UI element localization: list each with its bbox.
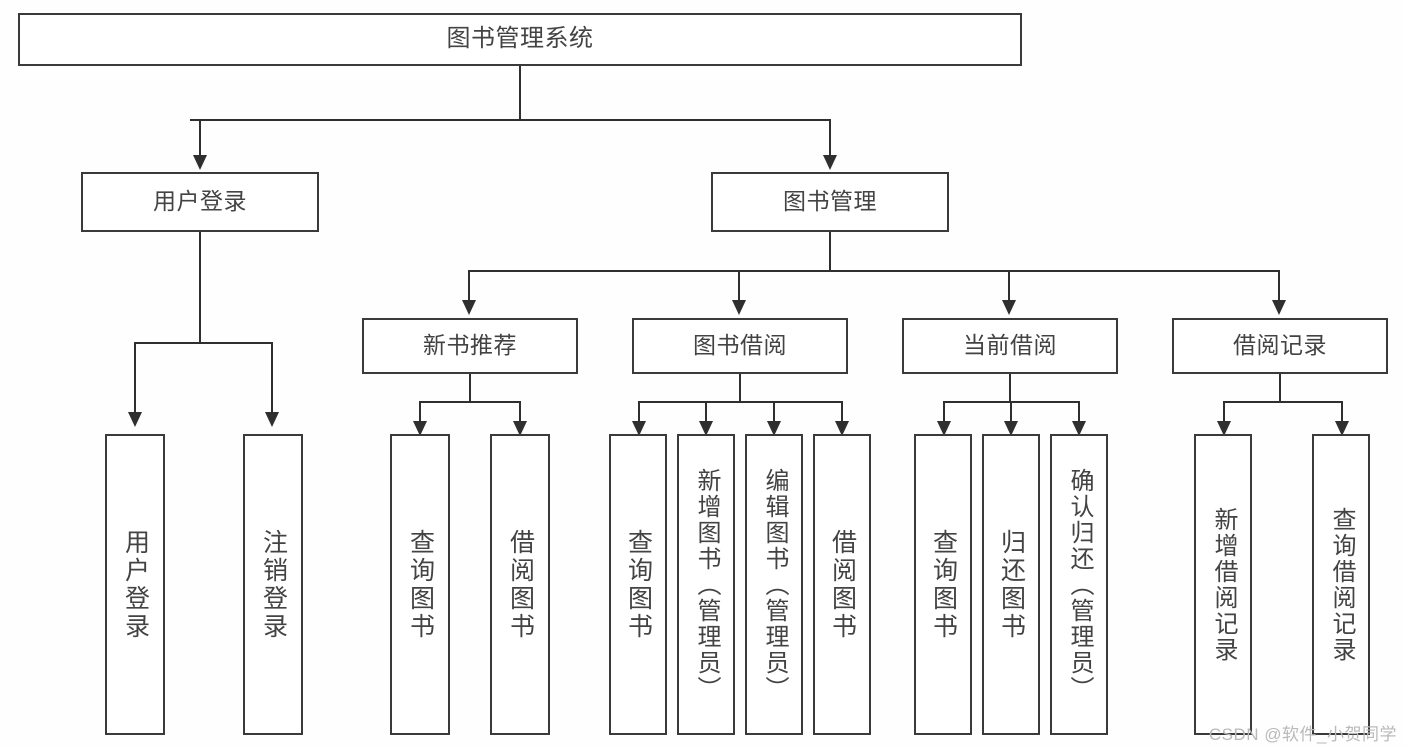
leaf-query-record[interactable]: 查询借阅记录 [1312,434,1370,735]
node-label: 注销登录 [259,528,288,641]
node-label: 查询借阅记录 [1327,506,1355,663]
connector-level3-bus [468,270,1280,272]
node-label: 查询图书 [624,528,653,641]
connector-current-borrow-stem [1009,374,1011,402]
node-label: 当前借阅 [963,332,1057,359]
connector-drop-leaf-logout [271,342,273,414]
connector-drop-add-book [705,401,707,423]
connector-user-login-bus [134,342,271,344]
node-label: 用户登录 [121,528,150,641]
connector-drop-query-book-2 [638,401,640,423]
connector-user-login-stem [199,232,201,343]
node-label: 查询图书 [406,528,435,641]
leaf-borrow-book-1[interactable]: 借阅图书 [490,434,550,735]
connector-drop-current-borrow [1008,270,1010,302]
connector-drop-add-record [1223,401,1225,423]
arrow-user-login [193,155,207,170]
node-root-system[interactable]: 图书管理系统 [18,13,1022,66]
connector-drop-return-book [1010,401,1012,423]
connector-drop-user-login [199,119,201,157]
arrow-add-record [1217,421,1231,436]
connector-drop-query-book-1 [419,401,421,423]
connector-drop-book-manage [829,119,831,157]
node-label: 借阅记录 [1233,332,1327,359]
node-label: 用户登录 [153,188,247,215]
node-current-borrow[interactable]: 当前借阅 [902,318,1118,374]
node-new-book-recommend[interactable]: 新书推荐 [362,318,578,374]
node-book-manage[interactable]: 图书管理 [711,172,949,232]
leaf-logout[interactable]: 注销登录 [243,434,303,735]
arrow-borrow-book-1 [513,421,527,436]
leaf-query-book-2[interactable]: 查询图书 [609,434,667,735]
arrow-edit-book [767,421,781,436]
connector-drop-borrow-book-1 [519,401,521,423]
connector-level1-bus [190,119,831,121]
connector-book-manage-stem [829,232,831,272]
arrow-book-borrow [732,300,746,315]
node-label: 查询图书 [929,528,958,641]
connector-drop-edit-book [773,401,775,423]
arrow-new-book-recommend [462,300,476,315]
arrow-confirm-return [1072,421,1086,436]
connector-new-book-bus [419,401,520,403]
arrow-query-book-2 [632,421,646,436]
arrow-current-borrow [1002,300,1016,315]
arrow-return-book [1004,421,1018,436]
arrow-query-record [1335,421,1349,436]
connector-drop-leaf-user-login [134,342,136,414]
leaf-user-login[interactable]: 用户登录 [105,434,165,735]
leaf-query-book-3[interactable]: 查询图书 [914,434,972,735]
connector-drop-new-book [468,270,470,302]
node-label: 新增借阅记录 [1209,506,1237,663]
node-label: 新书推荐 [423,332,517,359]
connector-borrow-record-stem [1279,374,1281,402]
connector-drop-query-book-3 [943,401,945,423]
leaf-confirm-return[interactable]: 确认归还（管理员） [1050,434,1108,735]
node-label: 图书借阅 [693,332,787,359]
node-label: 编辑图书（管理员） [760,467,788,702]
leaf-add-record[interactable]: 新增借阅记录 [1194,434,1252,735]
leaf-edit-book[interactable]: 编辑图书（管理员） [745,434,803,735]
node-borrow-record[interactable]: 借阅记录 [1172,318,1388,374]
leaf-add-book[interactable]: 新增图书（管理员） [677,434,735,735]
node-book-borrow[interactable]: 图书借阅 [632,318,848,374]
node-user-login[interactable]: 用户登录 [81,172,319,232]
node-label: 新增图书（管理员） [692,467,720,702]
leaf-return-book[interactable]: 归还图书 [982,434,1040,735]
node-label: 图书管理 [783,188,877,215]
connector-drop-borrow-book-2 [841,401,843,423]
arrow-leaf-logout [265,412,279,427]
connector-book-borrow-stem [739,374,741,402]
connector-drop-book-borrow [738,270,740,302]
connector-drop-confirm-return [1078,401,1080,423]
node-label: 图书管理系统 [446,25,594,53]
arrow-add-book [699,421,713,436]
arrow-leaf-user-login [128,412,142,427]
leaf-borrow-book-2[interactable]: 借阅图书 [813,434,871,735]
connector-root-stem [519,66,521,120]
leaf-query-book-1[interactable]: 查询图书 [390,434,450,735]
arrow-query-book-3 [937,421,951,436]
arrow-query-book-1 [413,421,427,436]
arrow-borrow-record [1272,300,1286,315]
node-label: 确认归还（管理员） [1065,467,1093,702]
connector-drop-borrow-record [1278,270,1280,302]
node-label: 借阅图书 [506,528,535,641]
arrow-borrow-book-2 [835,421,849,436]
node-label: 借阅图书 [828,528,857,641]
connector-book-borrow-bus [638,401,842,403]
arrow-book-manage [823,155,837,170]
connector-borrow-record-bus [1223,401,1342,403]
node-label: 归还图书 [997,528,1026,641]
connector-drop-query-record [1341,401,1343,423]
connector-new-book-stem [469,374,471,402]
